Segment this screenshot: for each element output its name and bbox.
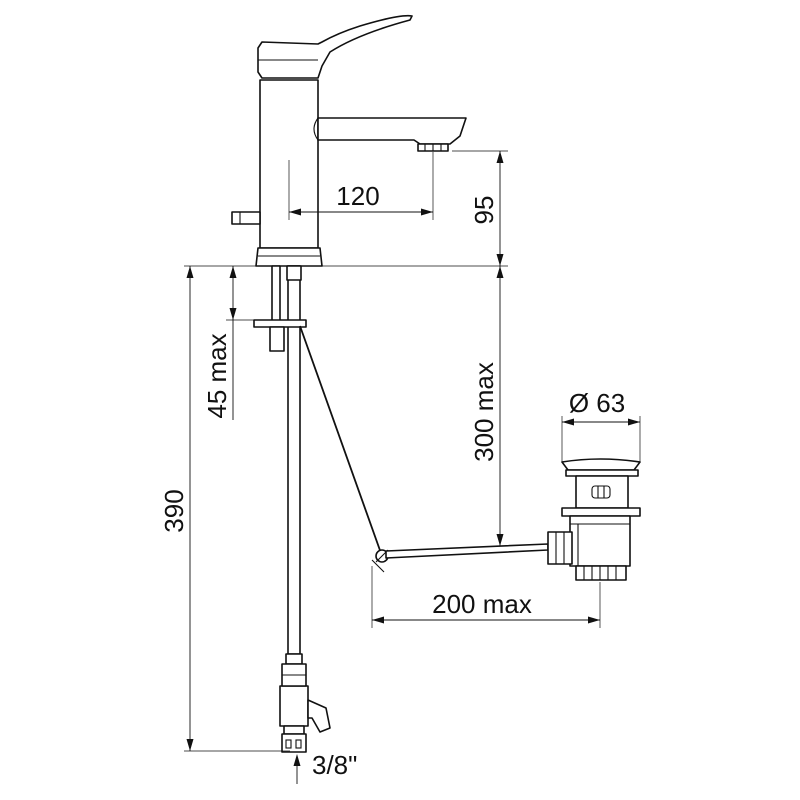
dimension-label-drain-rod-length: 300 max — [469, 362, 499, 462]
faucet-base — [255, 247, 323, 267]
dimension-label-drain-diameter: Ø 63 — [569, 388, 625, 418]
dimension-drain-rod-length: 300 max — [469, 266, 504, 546]
dimension-drain-diameter: Ø 63 — [561, 388, 641, 462]
valve-handle — [307, 699, 331, 733]
drain-grid — [575, 475, 629, 509]
dimension-waste-offset: 200 max — [371, 566, 601, 628]
drain-thread — [575, 565, 627, 581]
drain-cap — [561, 458, 641, 471]
dimension-label-spout-height: 95 — [469, 196, 499, 225]
fixing-stud — [271, 265, 281, 323]
dimension-label-countertop-thickness: 45 max — [202, 333, 232, 418]
under-sink-assembly — [253, 265, 549, 753]
pop-up-waste — [547, 458, 641, 581]
dimension-label-connection-thread: 3/8" — [312, 750, 357, 780]
mounting-plate — [253, 319, 307, 328]
dimension-overall-length: 390 — [159, 266, 290, 752]
dimension-countertop-thickness: 45 max — [202, 266, 256, 420]
shutoff-valve — [279, 685, 309, 727]
popup-pull-knob — [231, 211, 261, 225]
lever-rod — [385, 543, 549, 559]
dimension-label-waste-offset: 200 max — [432, 589, 532, 619]
dimension-label-overall-length: 390 — [159, 489, 189, 532]
dimension-spout-reach: 120 — [288, 152, 434, 220]
dimension-label-spout-reach: 120 — [336, 181, 379, 211]
dimension-connection-thread: 3/8" — [293, 750, 357, 784]
lever-handle — [257, 14, 413, 79]
dimension-spout-height: 95 — [452, 150, 508, 266]
fixing-nut — [269, 326, 285, 352]
spout — [317, 117, 467, 145]
faucet — [231, 14, 467, 267]
lateral-nut — [547, 531, 573, 565]
pull-rod — [299, 325, 383, 557]
